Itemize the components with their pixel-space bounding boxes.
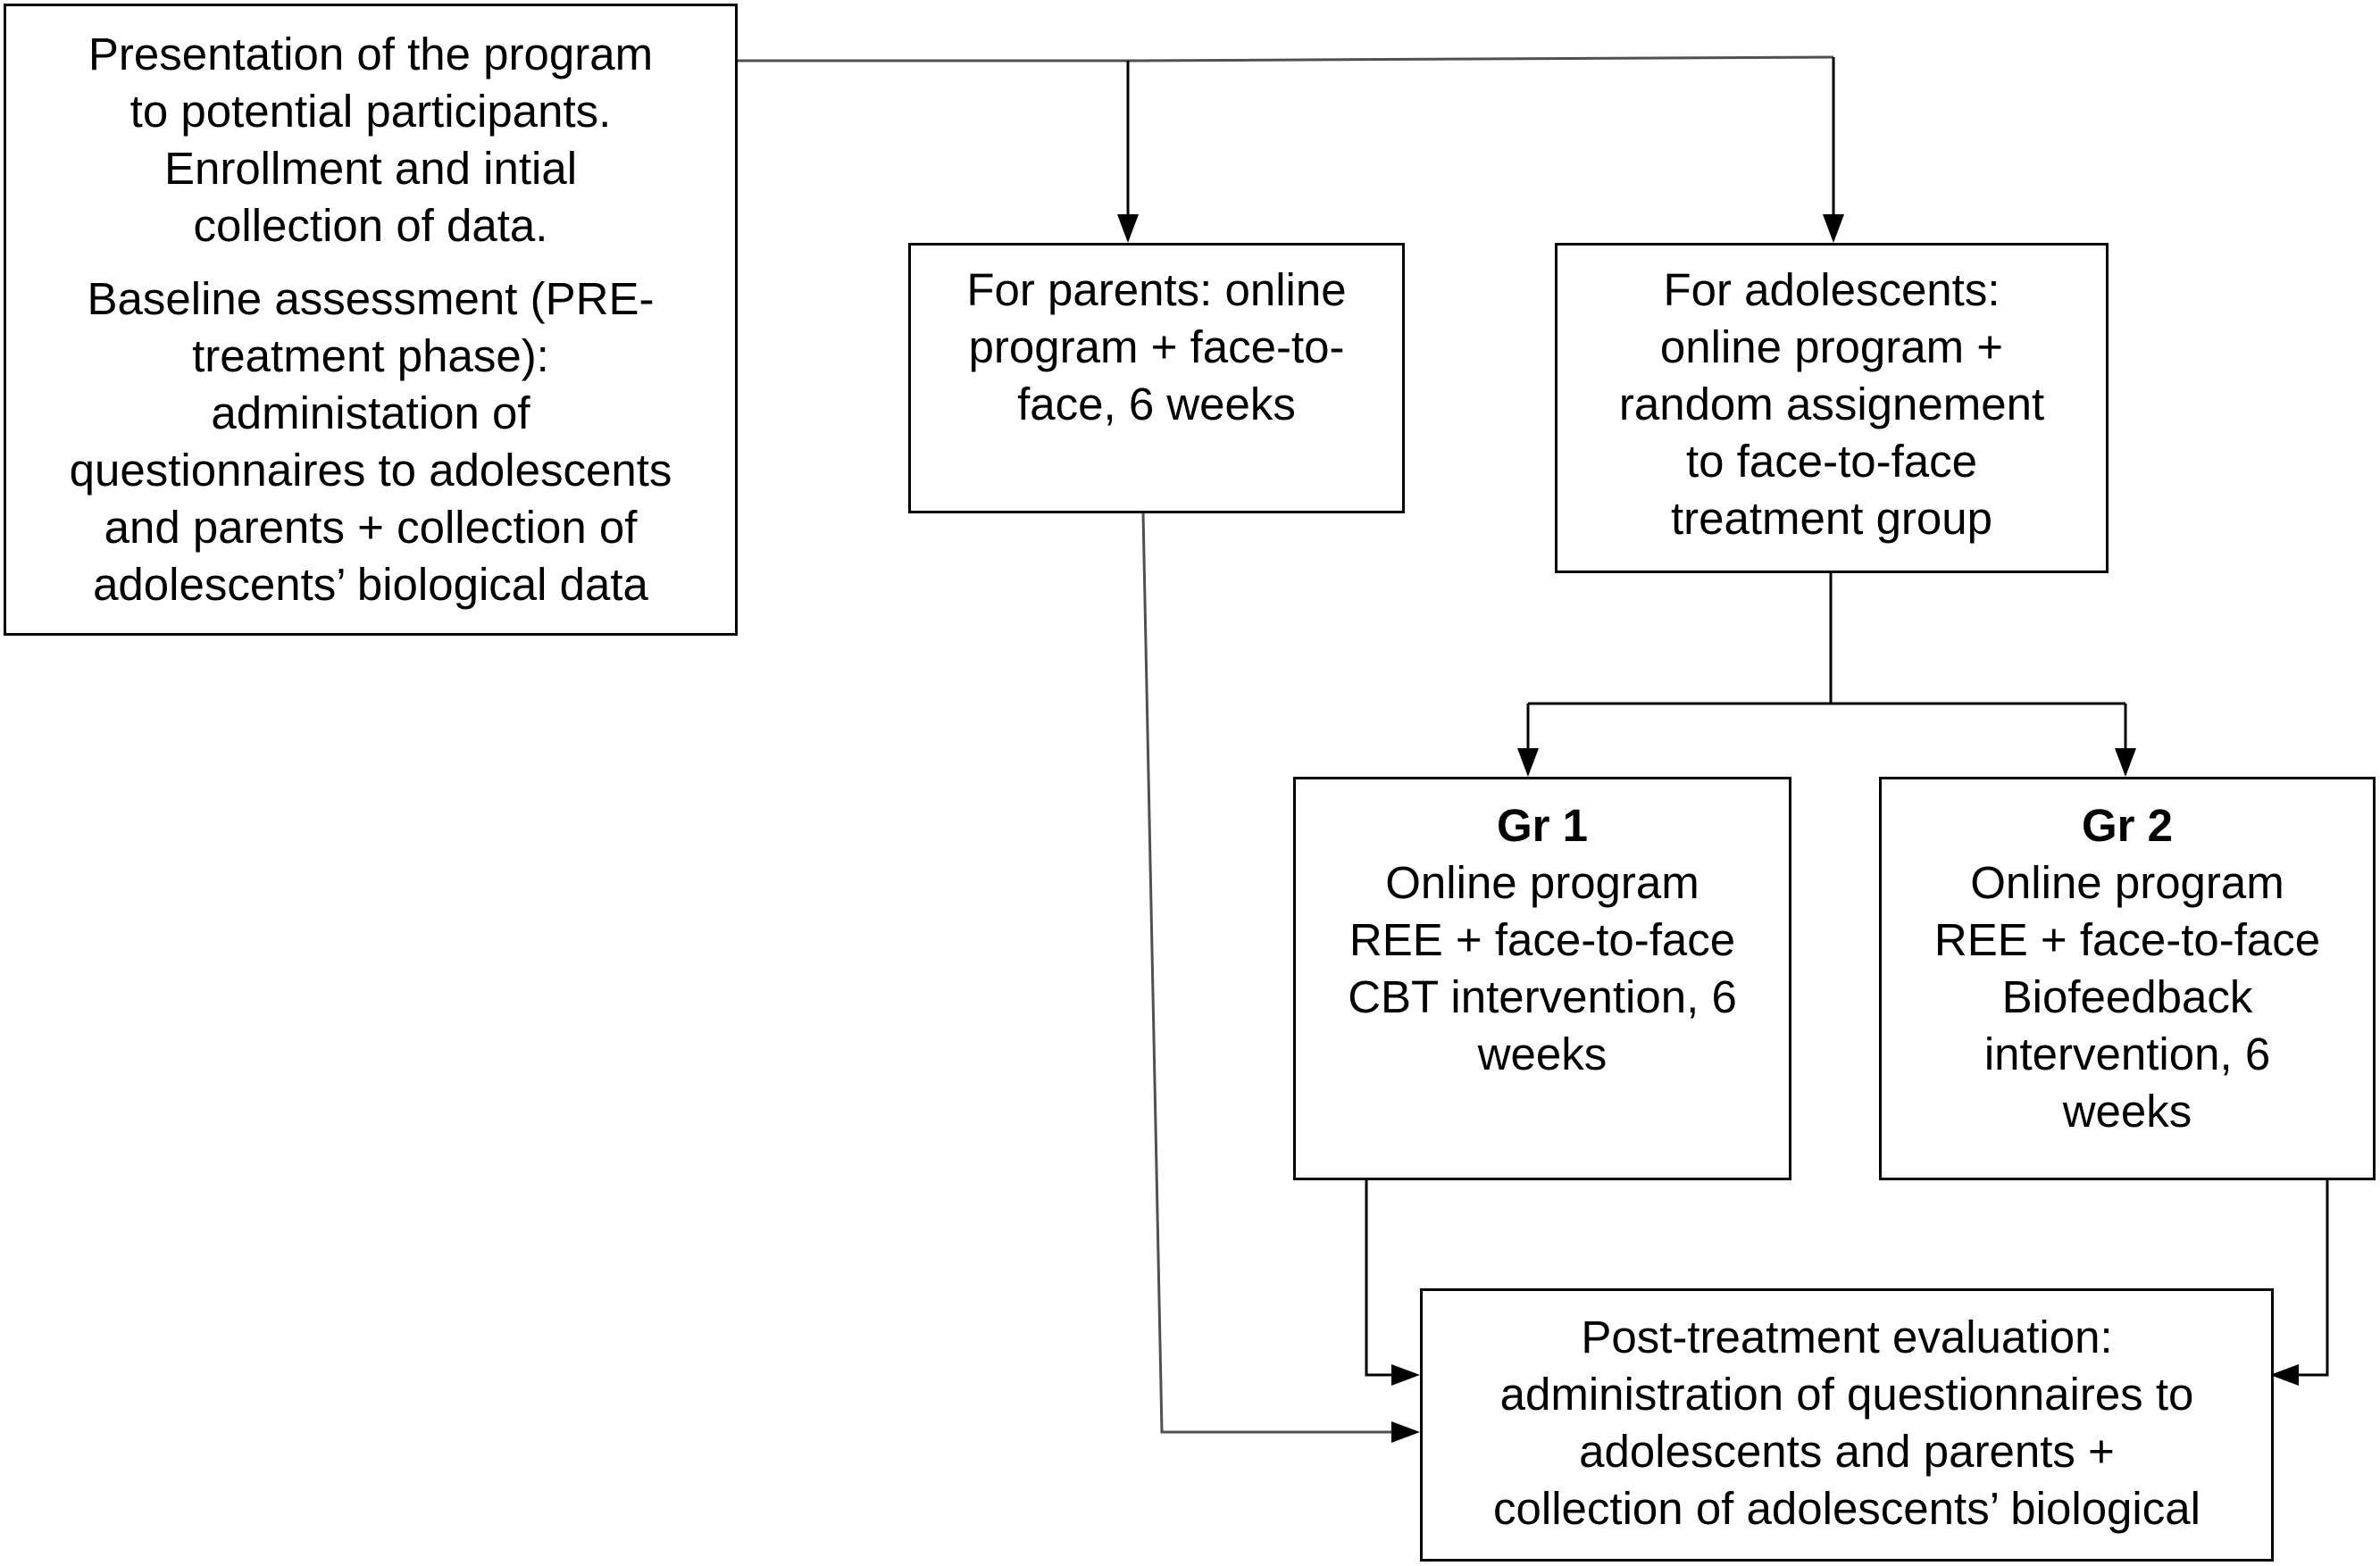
gr2-line-1: Online program (1970, 857, 2284, 908)
post-line-2: administration of questionnaires to (1499, 1369, 2194, 1420)
parents-line-2: program + face-to- (968, 321, 1345, 372)
gr2-line-2: REE + face-to-face (1933, 914, 2321, 965)
arrow-parents-to-post (1141, 512, 1420, 1443)
presentation-box: Presentation of the program to potential… (4, 4, 738, 636)
baseline-line-1: Baseline assessment (PRE- (87, 273, 655, 324)
gr1-title: Gr 1 (1496, 800, 1589, 851)
presentation-line-4: collection of data. (193, 200, 548, 251)
post-line-1: Post-treatment evaluation: (1581, 1312, 2113, 1362)
baseline-line-4: questionnaires to adolescents (69, 445, 672, 496)
gr2-line-5: weeks (2062, 1086, 2192, 1137)
post-treatment-box: Post-treatment evaluation: administratio… (1420, 1288, 2274, 1562)
arrow-to-gr1 (1517, 748, 1539, 777)
post-line-3: adolescents and parents + (1579, 1426, 2115, 1477)
gr2-title: Gr 2 (2081, 800, 2174, 851)
adolescents-line-1: For adolescents: (1663, 264, 2000, 315)
top-connector (737, 55, 1834, 62)
group-split-connector (1526, 573, 2127, 750)
parents-line-3: face, 6 weeks (1017, 379, 1296, 429)
gr2-box: Gr 2 Online program REE + face-to-face B… (1879, 777, 2376, 1180)
parents-box: For parents: online program + face-to- f… (908, 243, 1405, 513)
adolescents-line-5: treatment group (1670, 493, 1993, 544)
gr2-line-3: Biofeedback (2001, 971, 2253, 1022)
parents-line-1: For parents: online (966, 264, 1347, 315)
gr1-line-2: REE + face-to-face (1349, 914, 1736, 965)
baseline-line-5: and parents + collection of (104, 502, 638, 553)
arrow-to-adolescents (1823, 57, 1844, 243)
baseline-line-6: adolescents’ biological data (93, 559, 648, 610)
arrow-gr2-to-post (2270, 1180, 2329, 1386)
presentation-line-1: Presentation of the program (88, 29, 654, 79)
gr1-line-3: CBT intervention, 6 (1348, 971, 1737, 1022)
gr1-line-4: weeks (1477, 1029, 1608, 1079)
adolescents-line-2: online program + (1659, 321, 2004, 372)
arrow-gr1-to-post (1365, 1180, 1420, 1386)
adolescents-line-3: random assignement (1618, 379, 2045, 429)
baseline-line-2: treatment phase): (192, 330, 549, 381)
adolescents-line-4: to face-to-face (1686, 436, 1977, 487)
presentation-line-3: Enrollment and intial (163, 143, 578, 194)
post-line-4: collection of adolescents’ biological (1493, 1483, 2200, 1534)
adolescents-box: For adolescents: online program + random… (1555, 243, 2109, 573)
presentation-line-2: to potential participants. (129, 86, 612, 137)
gr2-line-4: intervention, 6 (1983, 1029, 2271, 1079)
gr1-box: Gr 1 Online program REE + face-to-face C… (1293, 777, 1791, 1180)
baseline-line-3: administation of (211, 387, 530, 438)
gr1-line-1: Online program (1385, 857, 1699, 908)
arrow-to-parents (1117, 61, 1139, 243)
arrow-to-gr2 (2115, 748, 2136, 777)
